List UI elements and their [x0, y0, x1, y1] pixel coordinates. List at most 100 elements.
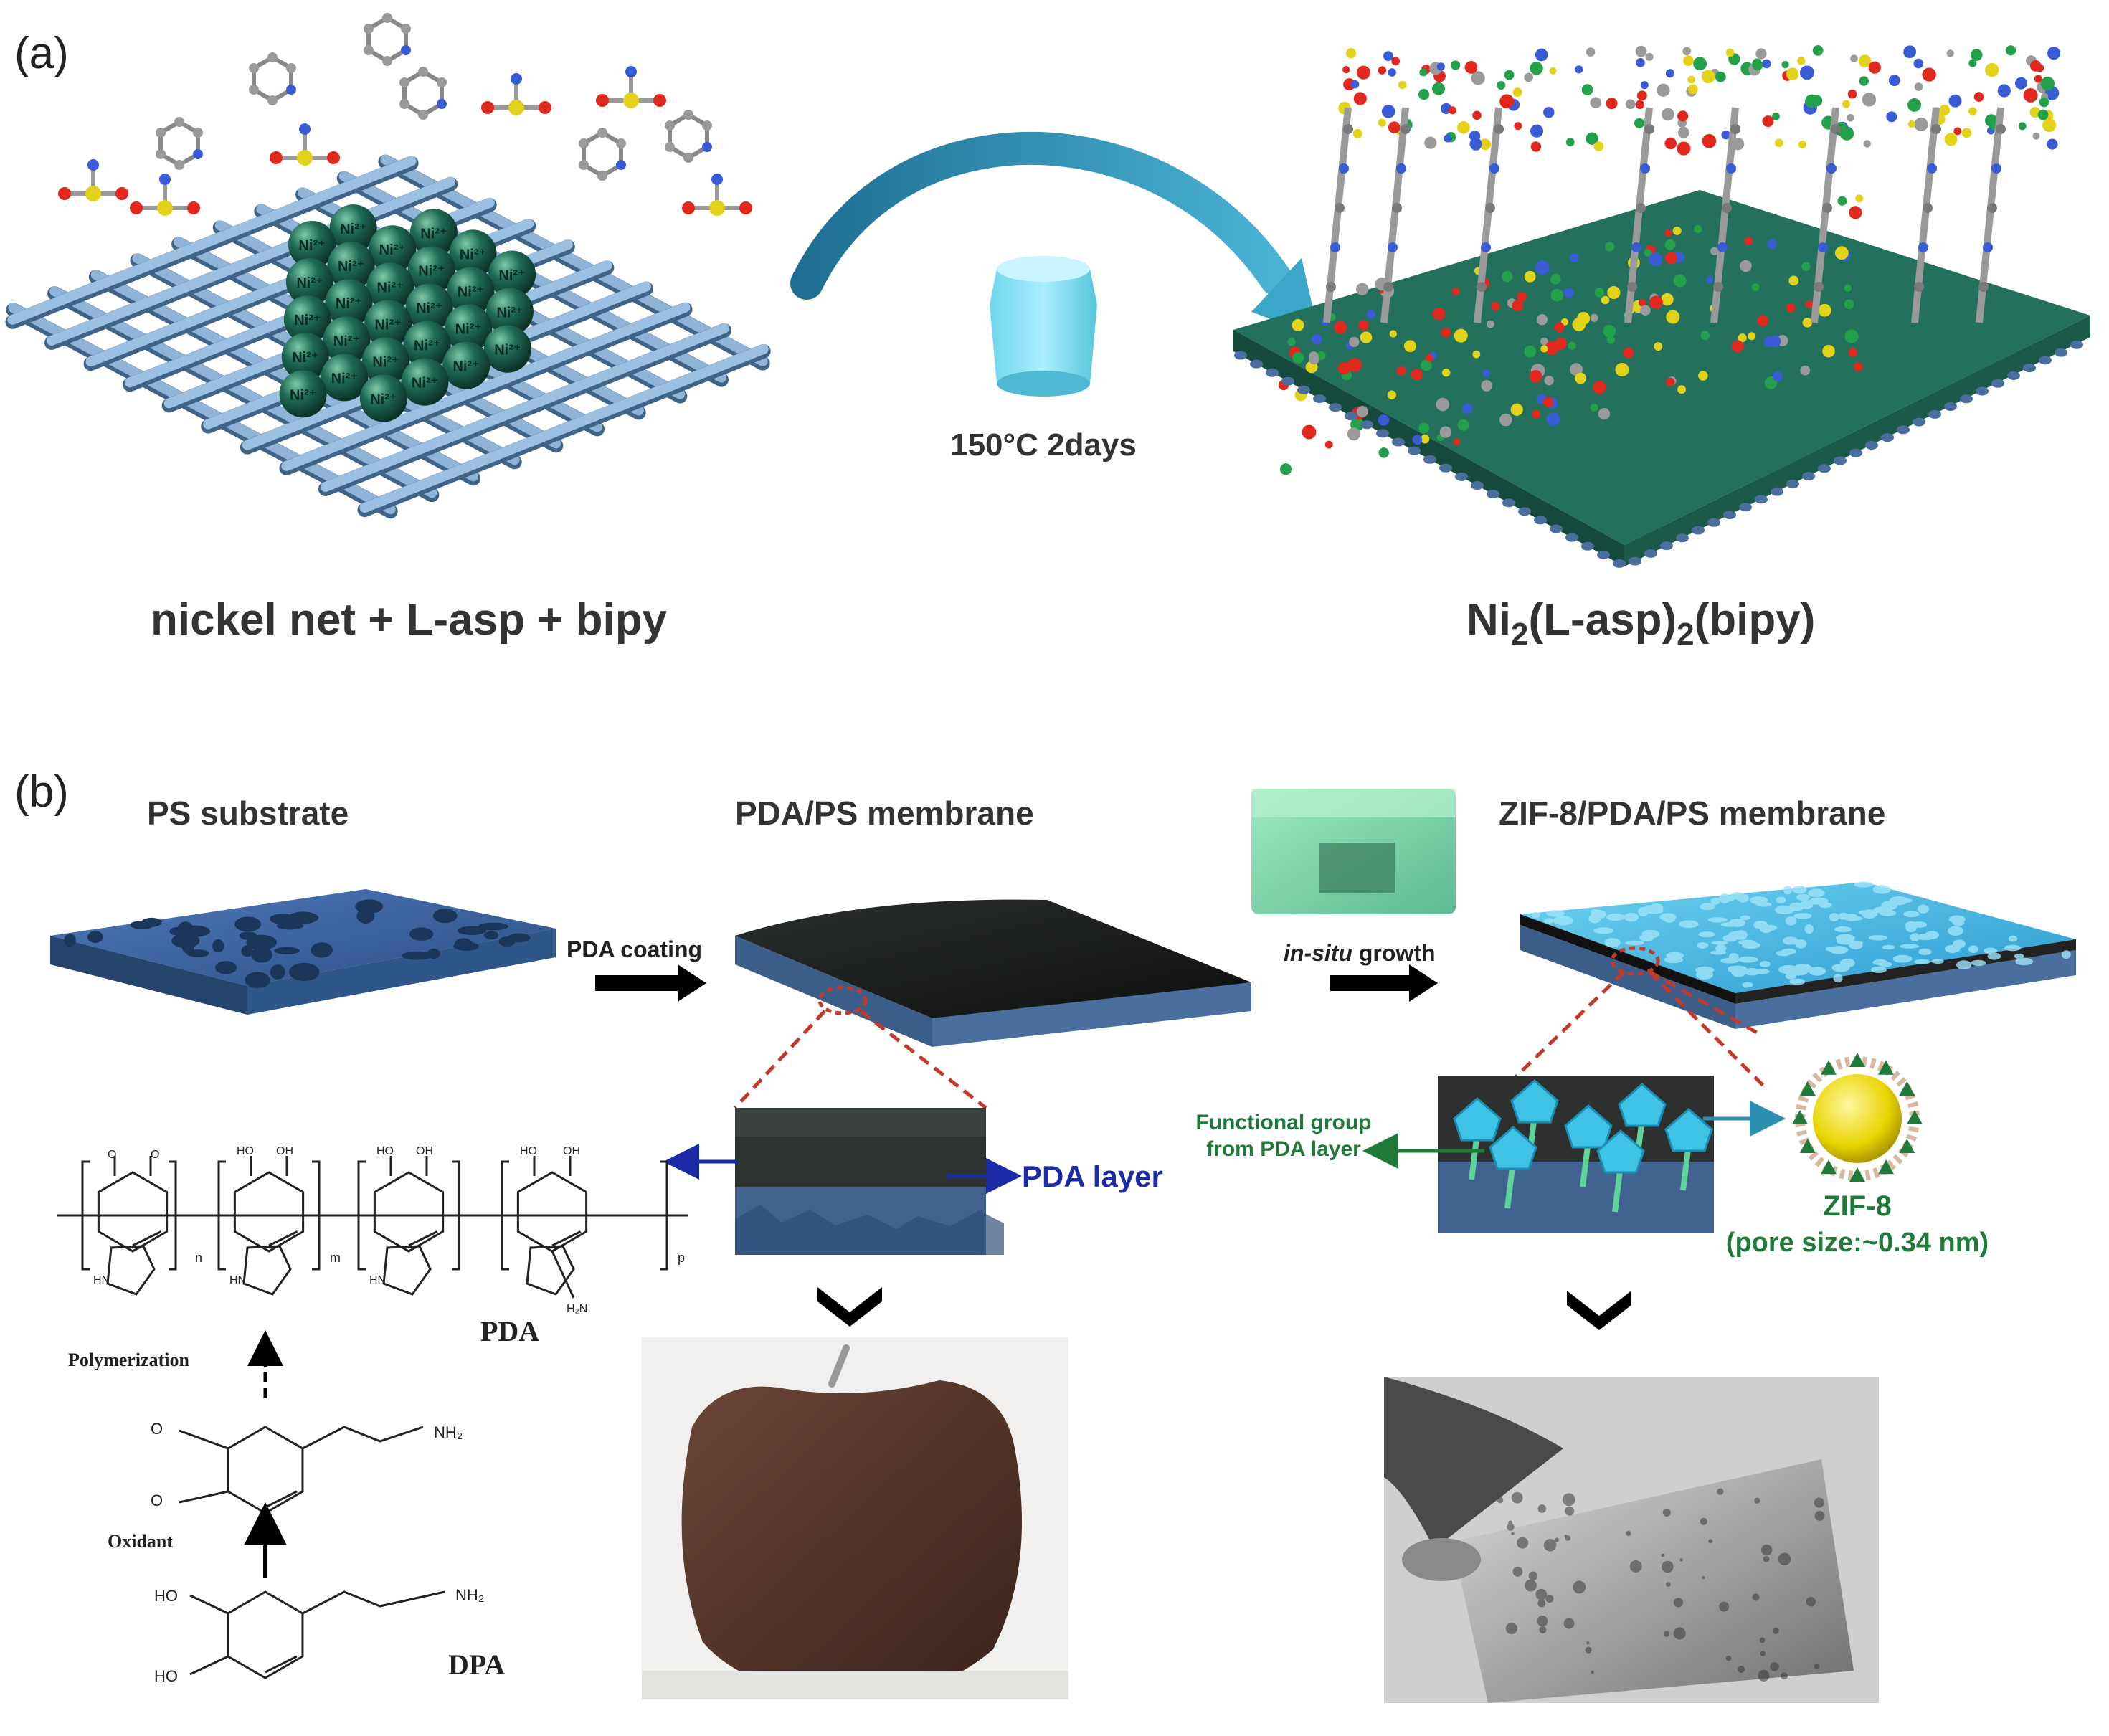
mof-atom	[1858, 54, 1872, 68]
ni-ion-label: Ni²⁺	[294, 313, 321, 328]
mof-atom	[1378, 118, 1386, 127]
mof-atom	[1635, 100, 1645, 110]
quinone-o-bottom: O	[151, 1491, 163, 1509]
zif-surface-grain	[1868, 935, 1888, 941]
pillar-atom	[1631, 242, 1641, 252]
pillar-atom	[1927, 163, 1937, 174]
surface-spot	[1539, 1626, 1547, 1634]
zoom-line-zif-left	[1504, 970, 1626, 1088]
mof-atom	[1797, 57, 1806, 65]
mof-atom	[1644, 248, 1652, 257]
pillar-atom	[1494, 124, 1504, 134]
mof-atom	[1811, 95, 1823, 107]
plate-edge-bead	[1771, 487, 1783, 496]
atom	[285, 85, 296, 95]
step-pda-coating: PDA coating	[567, 936, 702, 962]
surface-spot	[1562, 1493, 1575, 1507]
pillar-atom	[1343, 124, 1353, 134]
mof-atom	[1451, 287, 1460, 296]
panel-a-label: (a)	[14, 29, 69, 78]
zif-surface-grain	[1948, 915, 1966, 924]
surface-spot	[1717, 1488, 1724, 1495]
mof-atom	[1388, 121, 1401, 133]
mof-atom	[1424, 136, 1437, 149]
mof-framework	[1234, 45, 2083, 568]
zif-surface-grain	[1808, 967, 1826, 976]
oxygen-atom	[653, 94, 666, 107]
mof-atom	[1701, 70, 1715, 84]
ni-sphere	[369, 225, 417, 273]
ni-sphere	[442, 341, 490, 389]
atom	[701, 142, 712, 152]
pillar-atom	[1996, 124, 2006, 134]
surface-spot	[1586, 1641, 1590, 1645]
plate-edge-bead	[1960, 394, 1973, 404]
ni-sphere	[327, 242, 375, 290]
atom	[597, 128, 607, 138]
dpa-nh2: NH₂	[455, 1586, 484, 1604]
surface-spot	[1780, 1672, 1788, 1680]
sulfur-atom	[623, 93, 639, 108]
zif-surface-grain	[1695, 969, 1714, 980]
pda-sub-n: n	[195, 1251, 202, 1265]
surface-spot	[1763, 1555, 1770, 1562]
ni-sphere	[329, 204, 377, 252]
mof-atom	[1665, 69, 1675, 78]
mof-atom	[1535, 48, 1548, 62]
mof-atom	[1664, 239, 1676, 250]
pda-oh-3: OH	[563, 1145, 580, 1157]
zif-surface-grain	[1782, 936, 1798, 945]
atom	[665, 142, 676, 152]
aminoethyl-chain	[551, 1251, 575, 1299]
mof-atom	[2047, 138, 2058, 150]
pda-layer-label: PDA layer	[1022, 1159, 1163, 1193]
mof-atom	[1418, 422, 1430, 434]
pda-oh-1: OH	[276, 1145, 293, 1157]
mof-atom	[1418, 89, 1430, 100]
dpa-label: DPA	[448, 1649, 505, 1681]
mof-atom	[1693, 57, 1707, 71]
atom	[192, 149, 203, 159]
mof-atom	[1469, 138, 1482, 151]
pillar-atom	[1722, 203, 1732, 213]
plate-edge-bead	[2070, 340, 2083, 349]
zoom-line-pda-right	[859, 1010, 987, 1109]
surface-spot	[1759, 1637, 1766, 1643]
mof-atom	[2037, 109, 2049, 120]
mof-atom	[1535, 260, 1550, 275]
zinc-tetrahedron	[1878, 1159, 1894, 1175]
plate-edge-bead	[1802, 472, 1815, 481]
mof-atom	[1279, 463, 1292, 475]
ni-ion-label: Ni²⁺	[379, 242, 406, 258]
mof-atom	[1510, 403, 1523, 416]
mof-atom	[1451, 60, 1461, 70]
zif-surface-grain	[1759, 961, 1771, 967]
mof-atom	[1543, 106, 1555, 118]
pda-hn-3: HN	[369, 1274, 386, 1286]
mof-atom	[1603, 325, 1616, 338]
mof-atom	[2032, 132, 2040, 140]
mof-atom	[1598, 407, 1611, 420]
substrate-pore	[457, 926, 487, 936]
surface-spot	[1719, 1601, 1730, 1612]
mof-atom	[1781, 60, 1789, 69]
plate-edge-bead	[1755, 495, 1768, 504]
mof-atom	[1444, 134, 1452, 143]
ni-sphere	[283, 295, 331, 343]
mof-atom	[1710, 247, 1719, 255]
surface-spot	[1700, 1517, 1707, 1525]
mof-atom	[1677, 110, 1689, 122]
surface-spot	[1708, 1539, 1713, 1544]
mof-atom	[1512, 87, 1522, 98]
panel-b: (b) PS substrate PDA/PS membrane ZIF-8/P…	[14, 767, 2076, 1703]
atom	[156, 149, 166, 159]
zif-surface-grain	[1854, 881, 1874, 888]
mof-atom	[1350, 80, 1360, 89]
surface-spot	[1725, 1655, 1732, 1661]
surface-spot	[1673, 1598, 1684, 1608]
mof-atom	[1524, 270, 1536, 283]
right-caption: Ni2(L-asp)2(bipy)	[1466, 595, 1815, 652]
substrate-pore	[234, 916, 262, 932]
mof-atom	[1886, 111, 1897, 123]
zif8-label: ZIF-8	[1823, 1190, 1892, 1222]
